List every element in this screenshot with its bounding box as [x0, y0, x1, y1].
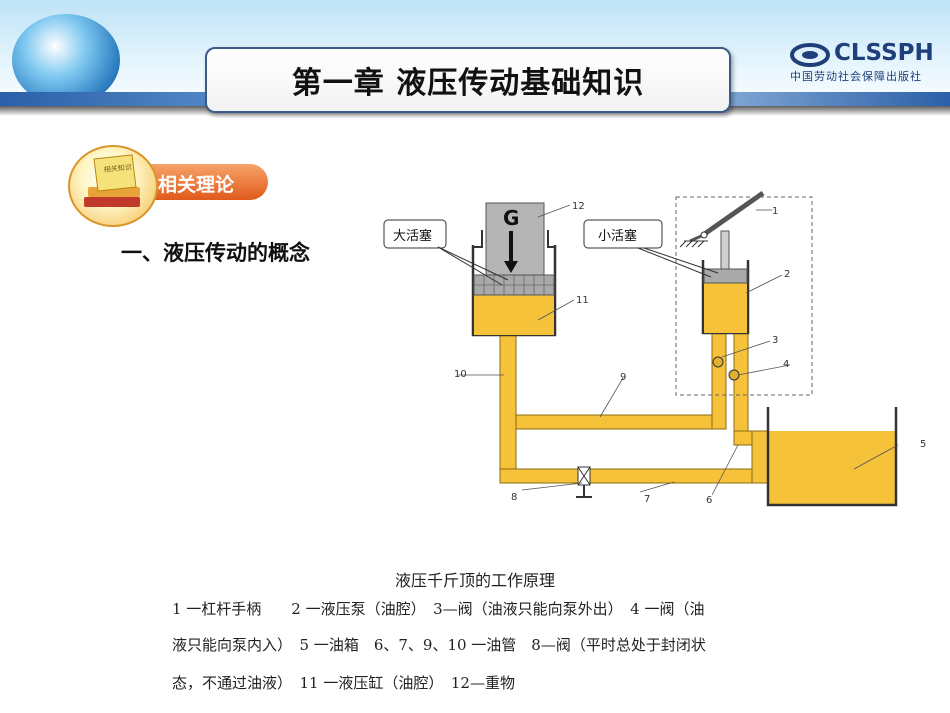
legend-line-1: 1 一杠杆手柄 2 一液压泵（油腔） 3—阀（油液只能向泵外出） 4 一阀（油 [172, 600, 705, 618]
valve-4 [728, 369, 740, 381]
book-text: 相关知识 [103, 162, 132, 174]
label-3: 3 [772, 335, 778, 346]
pipe-7-vertical [751, 430, 769, 484]
logo-subtitle: 中国劳动社会保障出版社 [790, 70, 922, 83]
label-5: 5 [920, 439, 926, 450]
page-title: 第一章 液压传动基础知识 [291, 66, 645, 101]
small-piston-label: 小活塞 [598, 228, 637, 244]
valve-3 [712, 356, 724, 368]
label-10: 10 [454, 369, 467, 380]
badge-label: 相关理论 [158, 174, 235, 196]
valve-8 [576, 466, 592, 498]
pipe-10-vertical [499, 332, 517, 484]
globe-graphic [12, 14, 120, 106]
label-8: 8 [511, 492, 517, 503]
book-stack-icon: 相关知识 [84, 154, 140, 207]
pipe-right-vertical [733, 332, 749, 446]
label-7: 7 [644, 494, 650, 505]
label-12: 12 [572, 201, 585, 212]
lever-handle [679, 190, 765, 248]
legend-line-3: 态，不通过油液） 11 一液压缸（油腔） 12—重物 [172, 674, 515, 692]
pipe-9-horizontal [515, 414, 727, 430]
pipe-7-horizontal [499, 468, 769, 484]
publisher-logo: CLSSPH 中国劳动社会保障出版社 [790, 38, 940, 88]
small-cylinder [701, 230, 750, 335]
oil-tank [766, 407, 898, 507]
title-box: 第一章 液压传动基础知识 [205, 47, 731, 113]
label-6: 6 [706, 495, 712, 506]
label-4: 4 [783, 359, 789, 370]
label-2: 2 [784, 269, 790, 280]
pump-boundary [675, 196, 813, 396]
books-icon: 相关知识 [68, 145, 158, 227]
label-9: 9 [620, 372, 626, 383]
weight-label: G [503, 206, 519, 230]
section-heading: 一、液压传动的概念 [121, 241, 310, 265]
hydraulic-jack-diagram: G 大活塞 小活塞 [383, 190, 926, 507]
pipe-9-vertical [711, 332, 727, 430]
logo-mark-icon [790, 43, 830, 67]
legend-line-2: 液只能向泵内入） 5 一油箱 6、7、9、10 一油管 8—阀（平时总处于封闭状 [172, 636, 706, 654]
section-badge: 相关理论 相关知识 [68, 145, 273, 227]
large-piston-label: 大活塞 [393, 228, 432, 244]
label-11: 11 [576, 295, 589, 306]
label-1: 1 [772, 206, 778, 217]
header-banner: 第一章 液压传动基础知识 CLSSPH 中国劳动社会保障出版社 [0, 0, 950, 118]
figure-caption: 液压千斤顶的工作原理 [394, 571, 555, 590]
logo-text: CLSSPH [834, 40, 934, 66]
